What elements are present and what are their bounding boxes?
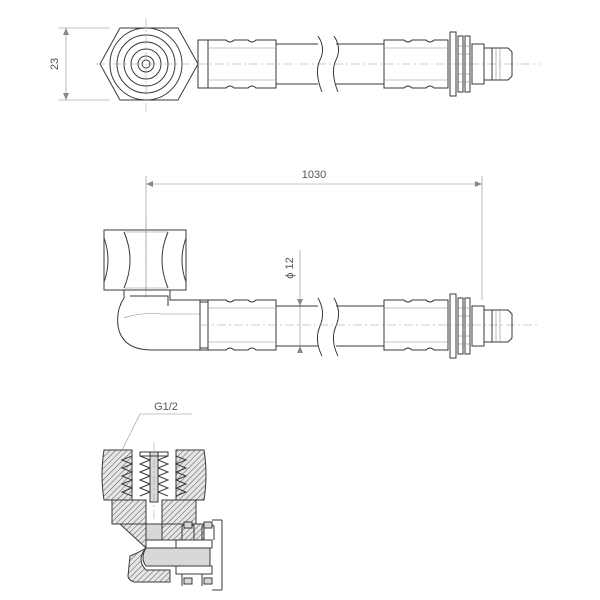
top-view: 23 (49, 18, 540, 112)
sleeve-right-front (383, 299, 449, 351)
elbow-front (117, 289, 209, 351)
nut-front (103, 222, 187, 298)
tube-front (200, 297, 540, 357)
dimension-height-label: 23 (49, 58, 61, 70)
section-view: G1/2 (101, 401, 223, 591)
connector-front (449, 293, 513, 359)
sleeve-right-top (383, 39, 449, 89)
front-view: 1030 ϕ 12 (103, 169, 540, 359)
elbow-section (111, 499, 223, 591)
dimension-diameter: ϕ 12 (284, 250, 303, 353)
dimension-length-label: 1030 (302, 169, 326, 181)
tube-top (276, 35, 384, 93)
dimension-length: 1030 (145, 169, 483, 300)
sleeve-left-top (207, 39, 277, 89)
dimension-height: 23 (49, 27, 110, 101)
sleeve-left-front (207, 299, 277, 351)
nut-section (101, 442, 207, 520)
thread-label: G1/2 (154, 401, 178, 413)
connector-top (449, 31, 513, 97)
dimension-diameter-label: ϕ 12 (284, 257, 296, 278)
thread-callout: G1/2 (117, 401, 192, 459)
barb-fitting (175, 521, 215, 586)
